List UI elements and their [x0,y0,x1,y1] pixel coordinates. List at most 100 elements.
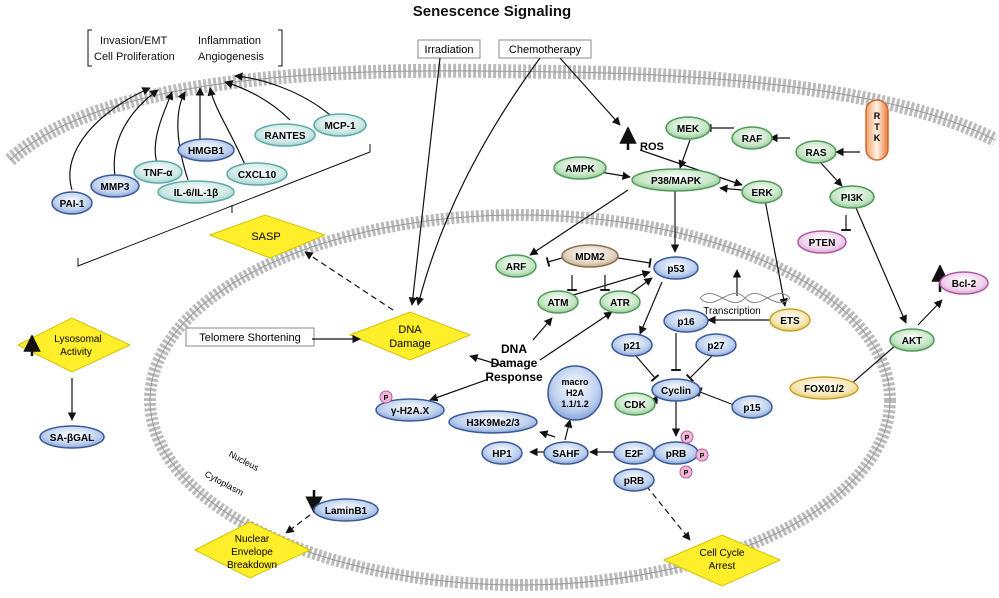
svg-text:p16: p16 [677,317,695,328]
svg-text:MEK: MEK [677,124,700,135]
svg-text:DNA: DNA [501,342,527,356]
node-atr: ATR [599,290,641,314]
svg-text:P: P [384,395,389,402]
node-pi3k: PI3K [829,185,875,209]
transcription-label: Transcription [703,306,760,317]
node-cyclin: Cyclin [651,378,701,402]
outcome-invasion: Invasion/EMT [100,35,168,47]
sasp-arrows [69,72,331,191]
node-akt: AKT [889,328,935,352]
svg-text:DNA: DNA [398,324,422,336]
svg-text:TNF-α: TNF-α [144,168,174,179]
svg-text:p15: p15 [743,403,761,414]
sasp-factor-mcp1: MCP-1 [313,113,367,137]
phospho-badge: P [379,390,393,404]
svg-text:Response: Response [485,370,543,384]
svg-text:Lysosomal: Lysosomal [54,334,101,345]
svg-text:RAF: RAF [742,134,763,145]
svg-text:H2A: H2A [566,388,585,398]
svg-text:LaminB1: LaminB1 [325,506,368,517]
nuclear-envelope-diamond: Nuclear Envelope Breakdown [193,521,312,579]
svg-text:p27: p27 [707,341,725,352]
node-prb: pRB [653,441,699,465]
svg-text:P38/MAPK: P38/MAPK [651,176,702,187]
node-macroh2a: macro H2A 1.1/1.2 [547,365,603,421]
svg-text:macro: macro [561,377,589,387]
sasp-diamond: SASP [208,214,327,259]
svg-text:P: P [685,435,690,442]
svg-text:Cyclin: Cyclin [661,386,691,397]
sasp-factor-rantes: RANTES [254,123,316,147]
svg-text:pRB: pRB [624,476,645,487]
svg-text:RANTES: RANTES [264,131,305,142]
svg-text:Activity: Activity [60,347,92,358]
node-p53: p53 [653,256,699,280]
svg-text:ETS: ETS [780,316,800,327]
svg-text:Nuclear: Nuclear [235,534,270,545]
ros-label: ROS [640,141,664,153]
svg-text:MMP3: MMP3 [101,182,130,193]
phospho-badge: P [679,465,693,479]
node-atm: ATM [537,290,579,314]
svg-text:AKT: AKT [902,336,923,347]
node-sahf: SAHF [543,441,589,465]
node-raf: RAF [731,126,773,150]
pathway-edges [67,57,943,541]
outcome-angiogenesis: Angiogenesis [198,51,265,63]
node-ras: RAS [795,140,837,164]
cytoplasm-label: Cytoplasm [203,469,245,498]
svg-text:p21: p21 [623,341,641,352]
svg-text:pRB: pRB [666,449,687,460]
svg-text:ROS: ROS [640,141,664,153]
svg-text:P: P [700,453,705,460]
node-p21: p21 [611,333,653,357]
node-p16: p16 [663,309,709,333]
svg-text:Envelope: Envelope [231,547,273,558]
svg-text:ERK: ERK [751,188,773,199]
nucleus-label: Nucleus [227,449,261,473]
svg-text:HP1: HP1 [492,449,512,460]
sasp-factor-pai1: PAI-1 [51,191,93,215]
phospho-badge: P [680,430,694,444]
node-mdm2: MDM2 [561,244,619,268]
svg-text:MCP-1: MCP-1 [324,121,356,132]
sasp-factor-il6: IL-6/IL-1β [157,180,235,204]
svg-text:Breakdown: Breakdown [227,560,277,571]
svg-text:FOX01/2: FOX01/2 [804,384,844,395]
svg-text:ARF: ARF [506,262,527,273]
node-erk: ERK [741,180,783,204]
sasp-factor-cxcl10: CXCL10 [226,162,288,186]
svg-text:PTEN: PTEN [809,238,836,249]
phospho-badge: P [695,448,709,462]
node-p15: p15 [731,395,773,419]
node-sa-bgal: SA-βGAL [39,425,105,449]
node-p27: p27 [695,333,737,357]
node-h3k9me: H3K9Me2/3 [448,410,538,434]
node-hp1: HP1 [481,441,523,465]
svg-text:T: T [874,122,880,132]
svg-text:PI3K: PI3K [841,193,864,204]
svg-text:PAI-1: PAI-1 [60,199,85,210]
node-foxo: FOX01/2 [789,376,859,400]
node-pten: PTEN [797,230,847,254]
svg-text:p53: p53 [667,264,685,275]
node-mek: MEK [665,116,711,140]
node-ampk: AMPK [553,156,607,180]
svg-text:IL-6/IL-1β: IL-6/IL-1β [174,188,218,199]
dna-helix [699,292,791,304]
svg-text:H3K9Me2/3: H3K9Me2/3 [466,418,520,429]
rtk-receptor: R T K [865,99,889,161]
svg-text:SASP: SASP [251,231,280,243]
node-bcl2: Bcl-2 [939,271,989,295]
svg-text:CXCL10: CXCL10 [238,170,277,181]
dna-damage-diamond: DNA Damage [348,311,472,361]
node-laminb1: LaminB1 [313,498,379,522]
node-gamma-h2ax: γ-H2A.X [375,398,445,422]
svg-text:HMGB1: HMGB1 [188,146,225,157]
cell-cycle-arrest-diamond: Cell Cycle Arrest [662,534,782,587]
node-p38-mapk: P38/MAPK [631,168,721,192]
svg-text:1.1/1.2: 1.1/1.2 [561,399,589,409]
outcome-proliferation: Cell Proliferation [94,51,175,63]
